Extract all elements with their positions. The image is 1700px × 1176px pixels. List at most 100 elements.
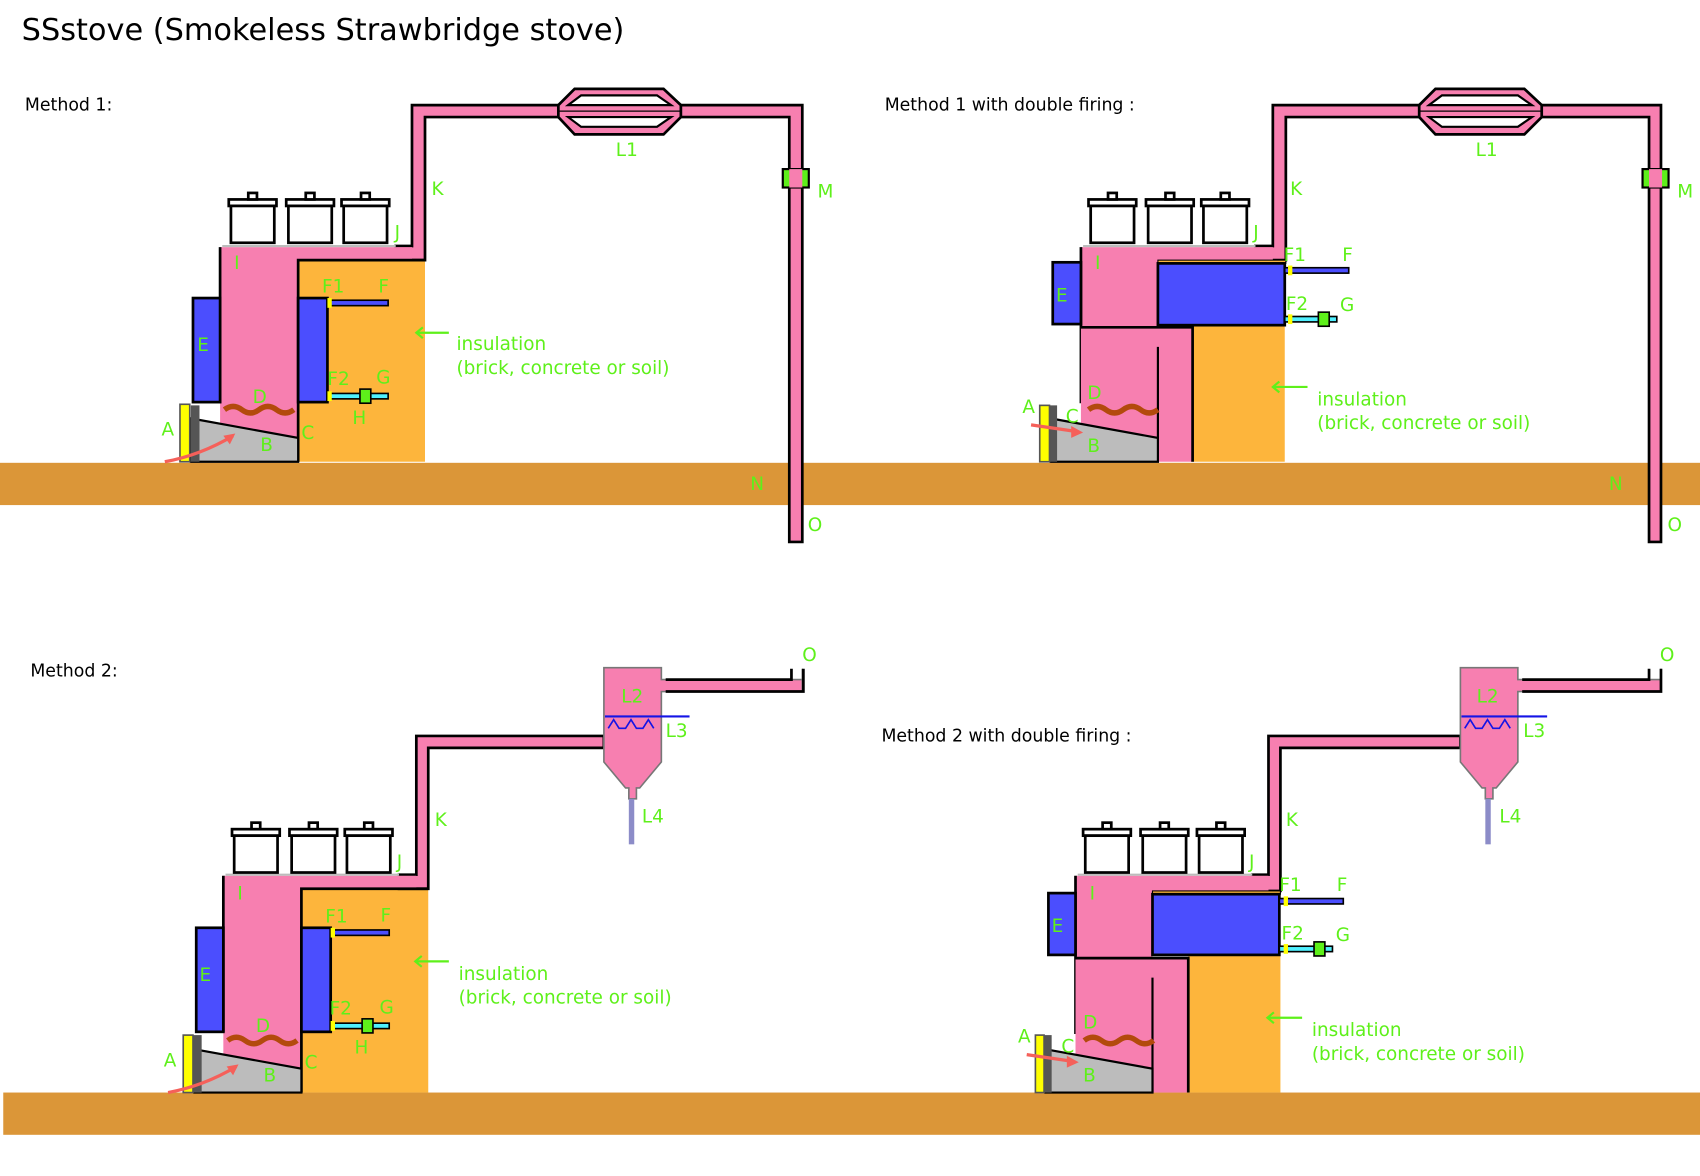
label-f: F: [378, 277, 389, 298]
label-f2: F2: [330, 999, 352, 1020]
cooking-pot: [284, 191, 336, 245]
label-d: D: [1083, 1013, 1097, 1034]
label-d: D: [1087, 383, 1101, 404]
label-f: F: [381, 905, 392, 926]
label-l2: L2: [1477, 686, 1499, 707]
cooking-pot: [1144, 191, 1196, 245]
panel-heading: Method 1 with double firing :: [885, 96, 1135, 116]
label-l1: L1: [616, 140, 638, 161]
label-j: J: [1248, 852, 1254, 873]
water-tank-inner: [1156, 262, 1287, 327]
door-a: [1038, 404, 1051, 463]
label-f1: F1: [1279, 875, 1301, 896]
label-o: O: [1660, 645, 1675, 666]
label-o: O: [1667, 515, 1682, 536]
label-a: A: [1022, 397, 1035, 418]
combustion-chamber: [1075, 875, 1269, 959]
label-k: K: [1290, 179, 1303, 200]
label-o: O: [808, 515, 823, 536]
label-i: I: [1090, 884, 1095, 905]
label-c: C: [1061, 1036, 1074, 1057]
label-j: J: [1252, 222, 1258, 243]
water-tank-inner: [300, 926, 333, 1034]
insulation-sublabel: (brick, concrete or soil): [459, 988, 672, 1009]
label-m: M: [817, 181, 833, 202]
insulation-sublabel: (brick, concrete or soil): [1317, 413, 1530, 434]
drain-l4: [1485, 798, 1491, 845]
hot-water-pipe-f: [1283, 266, 1350, 274]
label-l4: L4: [1499, 807, 1521, 828]
cold-water-pipe-g: [1283, 315, 1338, 323]
label-m: M: [1677, 181, 1693, 202]
cooking-pot: [1195, 821, 1246, 874]
cooking-pot: [227, 191, 278, 245]
label-a: A: [1018, 1027, 1031, 1048]
insulation-block: [1188, 955, 1281, 1093]
valve-h: [359, 388, 372, 405]
water-tank-e: [1051, 260, 1083, 326]
door-a: [1034, 1034, 1045, 1094]
ground-bottom: [3, 1092, 1700, 1135]
label-j: J: [396, 852, 402, 873]
label-f2: F2: [1286, 294, 1308, 315]
label-a: A: [162, 420, 175, 441]
label-f2: F2: [1282, 924, 1304, 945]
flame-d: [1086, 403, 1160, 416]
hot-water-pipe-f: [326, 299, 389, 307]
cooking-pot: [1199, 191, 1251, 245]
valve-h: [361, 1018, 374, 1034]
label-e: E: [1056, 285, 1068, 306]
valve-h: [1313, 941, 1326, 957]
insulation-sublabel: (brick, concrete or soil): [1312, 1044, 1525, 1065]
insulation-label: insulation: [1312, 1020, 1402, 1041]
insulation-block: [1192, 325, 1285, 462]
cold-water-pipe-g: [329, 1022, 391, 1030]
insulation-sublabel: (brick, concrete or soil): [456, 358, 669, 379]
water-tank-e: [191, 296, 222, 404]
cooking-pot: [288, 821, 339, 874]
hot-water-pipe-f: [1278, 897, 1345, 905]
label-l4: L4: [642, 807, 664, 828]
insulation-label: insulation: [456, 334, 546, 355]
label-j: J: [394, 222, 400, 243]
label-b: B: [1083, 1066, 1096, 1087]
label-l3: L3: [1523, 721, 1545, 742]
label-e: E: [197, 335, 209, 356]
heat-exchanger-l1: [556, 87, 683, 136]
label-e: E: [1052, 916, 1064, 937]
label-c: C: [1066, 407, 1079, 428]
label-d: D: [256, 1016, 270, 1037]
label-i: I: [234, 253, 239, 274]
air-inlet-arrow: [1026, 1052, 1072, 1063]
drain-l4: [628, 798, 635, 845]
flame-d: [222, 403, 296, 416]
label-b: B: [263, 1066, 276, 1087]
label-g: G: [379, 997, 393, 1018]
label-h: H: [352, 408, 366, 429]
cooking-pot: [343, 821, 394, 874]
label-e: E: [199, 965, 211, 986]
cooking-pot: [1139, 821, 1190, 874]
label-h: H: [355, 1038, 369, 1059]
air-inlet-arrow: [1030, 423, 1076, 433]
label-l3: L3: [666, 721, 688, 742]
label-l2: L2: [621, 686, 643, 707]
label-f: F: [1342, 245, 1353, 266]
label-c: C: [305, 1053, 318, 1074]
cooking-pot: [340, 191, 391, 245]
cooking-pot: [230, 821, 282, 874]
diagram-title: SSstove (Smokeless Strawbridge stove): [22, 13, 625, 48]
cooking-pot: [1081, 821, 1133, 874]
label-l1: L1: [1476, 140, 1498, 161]
heat-exchanger-l1: [1417, 87, 1544, 136]
ground-top: [0, 462, 1700, 506]
label-d: D: [253, 387, 267, 408]
label-n: N: [750, 474, 764, 495]
water-tank-inner: [296, 296, 329, 404]
label-i: I: [1095, 253, 1100, 274]
label-k: K: [1286, 810, 1299, 831]
label-c: C: [301, 423, 314, 444]
label-f1: F1: [1284, 245, 1306, 266]
water-tank-e: [194, 926, 225, 1034]
